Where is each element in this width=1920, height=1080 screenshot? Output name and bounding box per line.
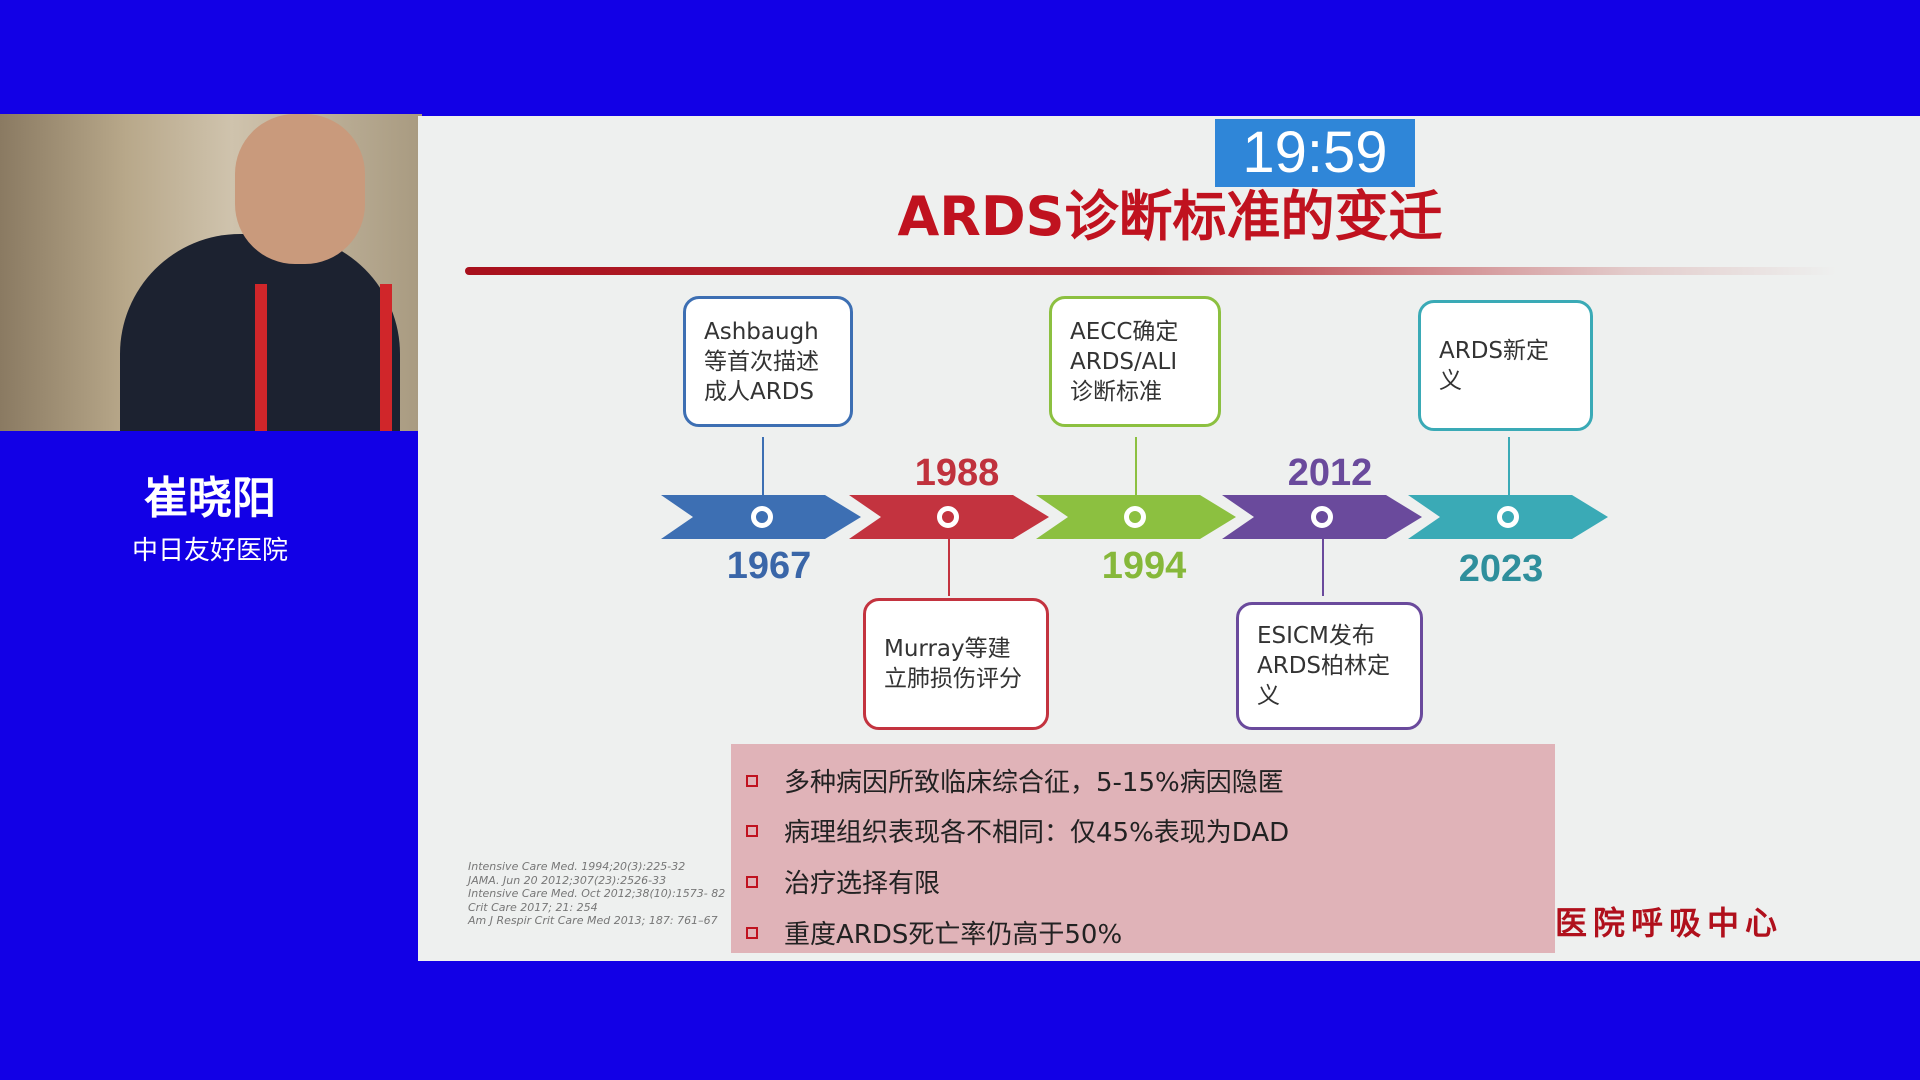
reference: Intensive Care Med. Oct 2012;38(10):1573… bbox=[468, 887, 726, 900]
bullet-icon bbox=[746, 875, 758, 888]
fact-text: 重度ARDS死亡率仍高于50% bbox=[784, 920, 1123, 950]
year-label: 1988 bbox=[914, 452, 1000, 494]
fact-item: 重度ARDS死亡率仍高于50% bbox=[741, 914, 1122, 951]
event-box-1994: AECC确定 ARDS/ALI 诊断标准 bbox=[1049, 296, 1221, 427]
connector-line bbox=[1508, 437, 1510, 500]
bullet-icon bbox=[746, 774, 758, 787]
bullet-icon bbox=[746, 824, 758, 837]
reference: JAMA. Jun 20 2012;307(23):2526-33 bbox=[468, 873, 667, 887]
year-label: 1994 bbox=[1101, 545, 1187, 587]
speaker-head bbox=[235, 114, 365, 264]
timeline-node-icon bbox=[751, 506, 773, 528]
fact-item: 病理组织表现各不相同：仅45%表现为DAD bbox=[741, 812, 1289, 849]
slide-title: ARDS诊断标准的变迁 bbox=[897, 185, 1443, 248]
speaker-video bbox=[0, 114, 422, 431]
year-label: 2012 bbox=[1287, 452, 1373, 494]
fact-text: 治疗选择有限 bbox=[784, 869, 941, 899]
timeline-node-icon bbox=[1497, 506, 1519, 528]
fact-item: 治疗选择有限 bbox=[741, 863, 940, 900]
reference: Intensive Care Med. 1994;20(3):225-32 bbox=[468, 860, 686, 873]
fact-item: 多种病因所致临床综合征，5-15%病因隐匿 bbox=[741, 762, 1284, 799]
connector-line bbox=[762, 437, 764, 500]
year-label: 2023 bbox=[1458, 548, 1544, 590]
title-divider bbox=[465, 267, 1837, 275]
event-box-2012: ESICM发布 ARDS柏林定义 bbox=[1236, 602, 1423, 730]
key-facts-panel: 多种病因所致临床综合征，5-15%病因隐匿 病理组织表现各不相同：仅45%表现为… bbox=[731, 744, 1555, 953]
reference: Crit Care 2017; 21: 254 bbox=[468, 900, 598, 914]
lanyard bbox=[380, 284, 392, 431]
connector-line bbox=[1135, 437, 1137, 500]
year-label: 1967 bbox=[726, 545, 812, 587]
speaker-organization: 中日友好医院 bbox=[131, 536, 288, 566]
event-box-1967: Ashbaugh 等首次描述 成人ARDS bbox=[683, 296, 853, 427]
timeline-node-icon bbox=[1124, 506, 1146, 528]
connector-line bbox=[948, 528, 950, 596]
reference: Am J Respir Crit Care Med 2013; 187: 761… bbox=[468, 914, 718, 927]
event-box-1988: Murray等建 立肺损伤评分 bbox=[863, 598, 1049, 730]
references: Intensive Care Med. 1994;20(3):225-32 JA… bbox=[468, 860, 725, 928]
lanyard bbox=[255, 284, 267, 431]
bullet-icon bbox=[746, 926, 758, 939]
speaker-name: 崔晓阳 bbox=[144, 473, 276, 524]
institution-logo-text: 医院呼吸中心 bbox=[1555, 904, 1784, 942]
timeline-node-icon bbox=[937, 506, 959, 528]
event-box-2023: ARDS新定义 bbox=[1418, 300, 1593, 431]
countdown-timer: 19:59 bbox=[1215, 119, 1415, 187]
timeline-node-icon bbox=[1311, 506, 1333, 528]
connector-line bbox=[1322, 528, 1324, 596]
fact-text: 多种病因所致临床综合征，5-15%病因隐匿 bbox=[784, 768, 1284, 798]
fact-text: 病理组织表现各不相同：仅45%表现为DAD bbox=[784, 818, 1290, 848]
